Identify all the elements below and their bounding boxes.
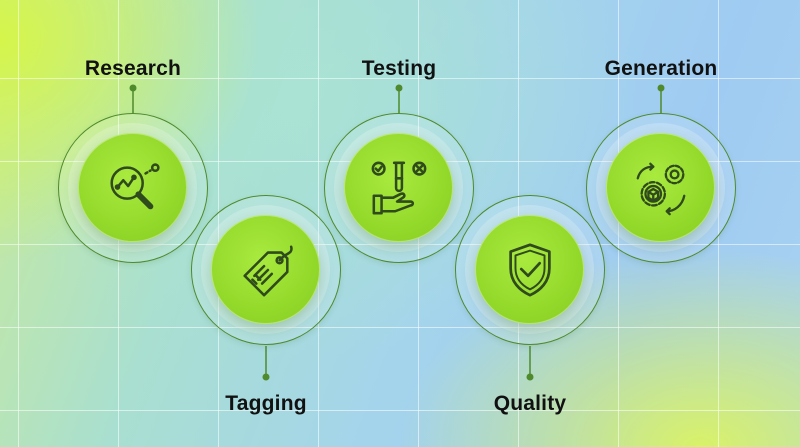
research-node [58, 113, 208, 263]
generation-label: Generation [604, 57, 718, 80]
research-label: Research [84, 57, 182, 80]
tagging-node [191, 195, 341, 345]
shield-check-icon [508, 242, 551, 297]
magnifier-chart-icon [109, 162, 160, 209]
quality-node [455, 195, 605, 345]
price-tag-icon [242, 244, 293, 296]
tagging-connector-dot [262, 373, 270, 381]
testing-disc [344, 133, 453, 242]
testing-connector-dot [395, 84, 403, 92]
tagging-label: Tagging [225, 392, 307, 415]
generation-node [586, 113, 736, 263]
tagging-disc [211, 215, 320, 324]
quality-label: Quality [493, 392, 567, 415]
testing-node [324, 113, 474, 263]
quality-connector-dot [526, 373, 534, 381]
generation-disc [606, 133, 715, 242]
gears-cube-icon [636, 162, 685, 215]
testing-label: Testing [361, 57, 437, 80]
research-connector-dot [129, 84, 137, 92]
quality-disc [475, 215, 584, 324]
research-disc [78, 133, 187, 242]
hand-test-tube-icon [371, 161, 426, 214]
generation-connector-dot [657, 84, 665, 92]
